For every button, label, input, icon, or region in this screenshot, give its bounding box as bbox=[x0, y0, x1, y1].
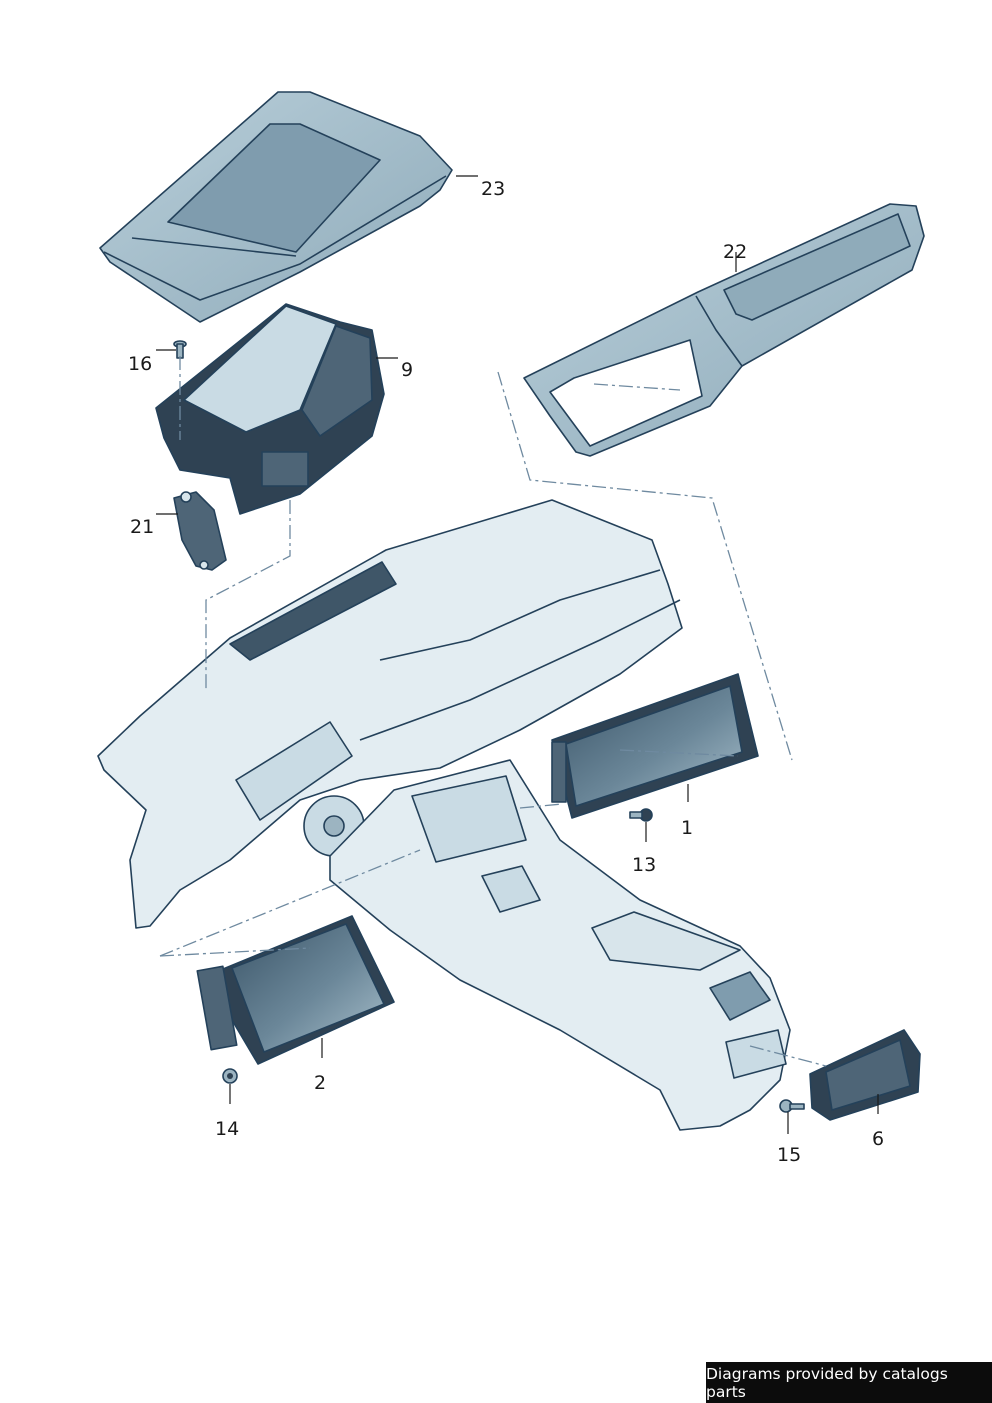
part-23-display-bezel bbox=[523, 203, 925, 457]
part-9-carrier-bracket bbox=[155, 303, 385, 515]
part-22-upper-trim-cover bbox=[99, 91, 453, 323]
dashboard-assembly bbox=[97, 499, 683, 929]
leader-lines bbox=[156, 175, 879, 1134]
callout-16: 16 bbox=[128, 353, 153, 375]
callout-13: 13 bbox=[632, 854, 657, 876]
callout-14: 14 bbox=[215, 1118, 240, 1140]
part-14-nut bbox=[222, 1068, 238, 1084]
callout-23: 22 bbox=[723, 241, 748, 263]
part-13-screw bbox=[629, 808, 653, 822]
part-6-rear-control-unit bbox=[809, 1029, 921, 1121]
part-21-mounting-bracket bbox=[173, 491, 227, 571]
assembly-lines bbox=[159, 356, 827, 1067]
part-2-instrument-display bbox=[196, 915, 395, 1065]
center-console bbox=[329, 759, 791, 1131]
callout-21: 21 bbox=[130, 516, 155, 538]
footer-credit: Diagrams provided by catalogs parts bbox=[706, 1362, 992, 1403]
callout-1: 1 bbox=[681, 817, 694, 839]
part-15-screw bbox=[779, 1099, 805, 1113]
callout-22: 23 bbox=[481, 178, 506, 200]
callout-2: 2 bbox=[314, 1072, 327, 1094]
callout-9: 9 bbox=[401, 359, 414, 381]
callout-6: 6 bbox=[872, 1128, 885, 1150]
callout-15: 15 bbox=[777, 1144, 802, 1166]
part-1-center-display bbox=[551, 673, 759, 819]
